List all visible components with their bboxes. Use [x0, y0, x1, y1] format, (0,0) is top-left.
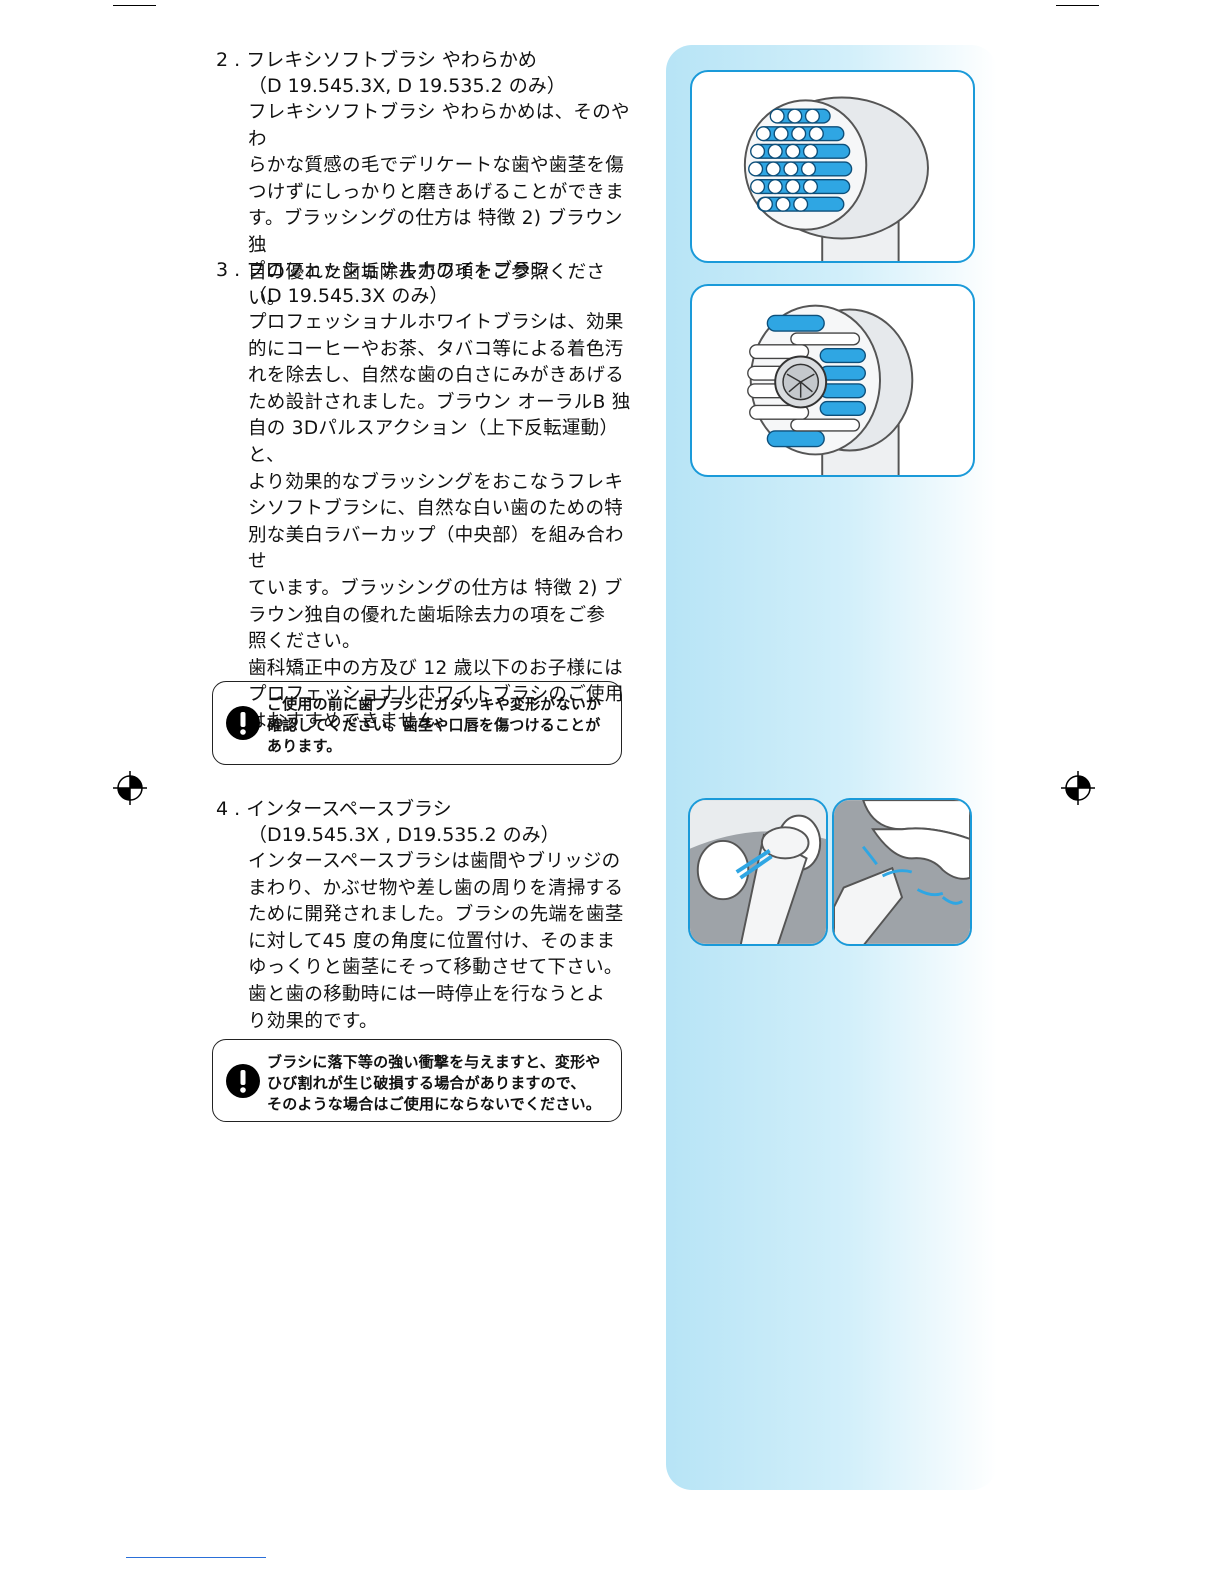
section-heading: 4 . インタースペースブラシ — [216, 798, 452, 820]
section-models: （D 19.545.3X, D 19.535.2 のみ） — [248, 75, 566, 97]
section-body: フレキシソフトブラシ やわらかめは、そのやわ らかな質感の毛でデリケートな歯や歯… — [248, 100, 636, 313]
body-line: プロフェッショナルホワイトブラシのご使用 — [248, 684, 624, 706]
body-line: らかな質感の毛でデリケートな歯や歯茎を傷 — [248, 155, 625, 177]
section-models: （D 19.545.3X のみ） — [248, 285, 449, 307]
caution-line: そのような場合はご使用にならないでください。 — [267, 1095, 601, 1113]
body-line: ラウン独自の優れた歯垢除去力の項をご参 — [248, 604, 606, 626]
body-line: ために開発されました。ブラシの先端を歯茎 — [248, 904, 624, 926]
body-line: より効果的なブラッシングをおこなうフレキ — [248, 471, 624, 493]
section-flexisoft-brush: 2 . フレキシソフトブラシ やわらかめ （D 19.545.3X, D 19.… — [216, 48, 636, 313]
body-line: 的にコーヒーやお茶、タバコ等による着色汚 — [248, 338, 624, 360]
body-line: れを除去し、自然な歯の白さにみがきあげる — [248, 365, 625, 387]
body-line: まわり、かぶせ物や差し歯の周りを清掃する — [248, 877, 624, 899]
body-line: ため設計されました。ブラウン オーラルB 独 — [248, 391, 631, 413]
body-line: プロフェッショナルホワイトブラシは、効果 — [248, 312, 624, 333]
body-line: 照ください。 — [248, 631, 361, 653]
crop-mark-top-left — [113, 5, 156, 6]
section-body: インタースペースブラシは歯間やブリッジの まわり、かぶせ物や差し歯の周りを清掃す… — [248, 849, 636, 1035]
caution-text: ブラシに落下等の強い衝撃を与えますと、変形や ひび割れが生じ破損する場合がありま… — [267, 1052, 607, 1115]
body-line: はおすすめできません。 — [248, 710, 455, 732]
caution-line: あります。 — [267, 737, 342, 755]
caution-box: ブラシに落下等の強い衝撃を与えますと、変形や ひび割れが生じ破損する場合がありま… — [212, 1039, 622, 1122]
section-models: （D19.545.3X , D19.535.2 のみ） — [248, 824, 560, 846]
section-heading: 2 . フレキシソフトブラシ やわらかめ — [216, 49, 537, 71]
body-line: ゆっくりと歯茎にそって移動させて下さい。 — [248, 957, 623, 979]
body-line: 自の優れた歯垢除去力の項をご参照ください。 — [248, 261, 606, 310]
body-line: 別な美白ラバーカップ（中央部）を組み合わせ — [248, 524, 624, 573]
body-line: 歯と歯の移動時には一時停止を行なうとよ — [248, 983, 606, 1005]
registration-mark-icon — [1061, 771, 1095, 805]
interspace-brush-front-illustration — [688, 798, 828, 946]
section-interspace-brush: 4 . インタースペースブラシ （D19.545.3X , D19.535.2 … — [216, 797, 636, 1035]
body-line: 歯科矯正中の方及び 12 歳以下のお子様には — [248, 657, 623, 679]
interspace-brush-usage-illustration — [832, 798, 972, 946]
body-line: り効果的です。 — [248, 1010, 378, 1032]
section-heading: 3 . プロフェッショナルホワイトブラシ — [216, 259, 550, 281]
section-body: プロフェッショナルホワイトブラシは、効果 的にコーヒーやお茶、タバコ等による着色… — [248, 310, 636, 736]
caution-text: ご使用の前に歯ブラシにガタツキや変形がないか 確認してください。歯茎や口唇を傷つ… — [267, 694, 607, 757]
caution-line: ご使用の前に歯ブラシにガタツキや変形がないか — [267, 695, 602, 713]
body-line: す。ブラッシングの仕方は 特徴 2) ブラウン独 — [248, 208, 623, 256]
professional-white-brush-illustration — [690, 284, 975, 477]
caution-line: 確認してください。歯茎や口唇を傷つけることが — [267, 716, 601, 734]
registration-mark-icon — [113, 771, 147, 805]
body-line: シソフトブラシに、自然な白い歯のための特 — [248, 498, 624, 520]
body-line: に対して45 度の角度に位置付け、そのまま — [248, 930, 616, 952]
footer-rule — [126, 1557, 266, 1558]
caution-box: ご使用の前に歯ブラシにガタツキや変形がないか 確認してください。歯茎や口唇を傷つ… — [212, 681, 622, 765]
crop-mark-top-right — [1056, 5, 1099, 6]
caution-line: ひび割れが生じ破損する場合がありますので、 — [267, 1074, 586, 1092]
body-line: ています。ブラッシングの仕方は 特徴 2) ブ — [248, 577, 623, 599]
body-line: 自の 3Dパルスアクション（上下反転運動）と、 — [248, 418, 619, 466]
section-professional-white-brush: 3 . プロフェッショナルホワイトブラシ （D 19.545.3X のみ） プロ… — [216, 258, 636, 736]
exclamation-circle-icon — [226, 706, 260, 740]
caution-line: ブラシに落下等の強い衝撃を与えますと、変形や — [267, 1053, 601, 1071]
body-line: つけずにしっかりと磨きあげることができま — [248, 181, 625, 203]
body-line: インタースペースブラシは歯間やブリッジの — [248, 851, 621, 872]
exclamation-circle-icon — [226, 1063, 260, 1098]
body-line: フレキシソフトブラシ やわらかめは、そのやわ — [248, 102, 630, 150]
flexisoft-brush-illustration — [690, 70, 975, 263]
